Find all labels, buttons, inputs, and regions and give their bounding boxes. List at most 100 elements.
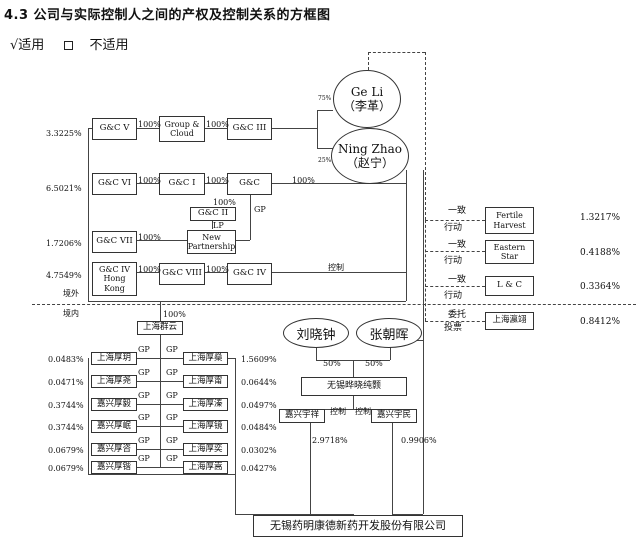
connector bbox=[137, 426, 183, 427]
connector bbox=[272, 272, 406, 273]
pct-label: 2.9718% bbox=[312, 436, 348, 445]
pct-label: 1.5609% bbox=[241, 355, 277, 364]
gp-label: GP bbox=[254, 205, 266, 214]
gp-label: GP bbox=[138, 454, 150, 463]
connector bbox=[272, 128, 317, 129]
connector bbox=[250, 194, 251, 240]
connector bbox=[160, 301, 161, 321]
connector bbox=[235, 474, 236, 514]
entity-lc: L & C bbox=[485, 276, 534, 296]
pct-label: 0.3744% bbox=[48, 401, 84, 410]
dashed-connector bbox=[425, 220, 485, 221]
entity-gc-iv: G&C IV bbox=[227, 263, 272, 285]
entity-new-partnership: New Partnership bbox=[187, 230, 236, 254]
applicability-line: √适用 不适用 bbox=[10, 34, 160, 53]
entity-wuxi-lianchun: 无锡晔晓纯颢 bbox=[301, 377, 407, 396]
connector bbox=[137, 183, 159, 184]
connector bbox=[406, 170, 407, 301]
dashed-connector bbox=[368, 52, 425, 53]
pct-label: 100% bbox=[292, 176, 315, 185]
connector bbox=[88, 358, 89, 474]
connector bbox=[205, 128, 227, 129]
connector bbox=[137, 449, 183, 450]
dashed-connector bbox=[425, 52, 426, 220]
connector bbox=[392, 420, 393, 514]
proxy-label: 委托 bbox=[448, 310, 467, 320]
entity-fertile-harvest: Fertile Harvest bbox=[485, 207, 534, 234]
connector bbox=[137, 240, 187, 241]
entity-group-cloud: Group & Cloud bbox=[159, 116, 205, 142]
pct-label: 0.9906% bbox=[401, 436, 437, 445]
connector bbox=[205, 272, 227, 273]
holder-left-3: 嘉兴厚毅 bbox=[91, 398, 137, 411]
owner-liu-xiaozhong: 刘晓钟 bbox=[283, 318, 349, 348]
dashed-connector bbox=[368, 52, 369, 70]
connector bbox=[317, 110, 333, 111]
entity-gc-vi: G&C VI bbox=[92, 173, 137, 195]
connector bbox=[212, 220, 213, 229]
control-label: 控制 bbox=[328, 263, 344, 272]
applicable-option: √适用 bbox=[10, 38, 45, 53]
pct-label: 0.0679% bbox=[48, 446, 84, 455]
pct-label: 100% bbox=[138, 120, 161, 129]
connector bbox=[390, 346, 391, 360]
pct-label: 0.0679% bbox=[48, 464, 84, 473]
pct-label: 100% bbox=[206, 176, 229, 185]
connector bbox=[137, 272, 159, 273]
gp-label: GP bbox=[166, 345, 178, 354]
holder-right-2: 上海厚甯 bbox=[183, 375, 228, 388]
connector bbox=[392, 514, 423, 515]
connector bbox=[137, 128, 159, 129]
pct-label: 50% bbox=[365, 359, 383, 368]
pct-label: 0.0302% bbox=[241, 446, 277, 455]
pct-label: 0.0471% bbox=[48, 378, 84, 387]
pct-label: 0.0484% bbox=[241, 423, 277, 432]
jurisdiction-domestic: 境内 bbox=[63, 309, 79, 318]
pct-label: 1.3217% bbox=[580, 213, 621, 223]
concert-label: 行动 bbox=[444, 291, 463, 301]
entity-jiaxing-yumin: 嘉兴宇民 bbox=[371, 409, 417, 423]
connector bbox=[353, 360, 354, 377]
holder-left-6: 嘉兴厚锴 bbox=[91, 461, 137, 474]
entity-eastern-star: Eastern Star bbox=[485, 240, 534, 264]
gp-label: GP bbox=[138, 345, 150, 354]
connector bbox=[228, 358, 235, 359]
concert-label: 一致 bbox=[448, 206, 467, 216]
lp-label: LP bbox=[213, 221, 224, 230]
pct-label: 100% bbox=[163, 310, 186, 319]
connector bbox=[236, 240, 250, 241]
connector bbox=[353, 395, 354, 409]
pct-label: 100% bbox=[206, 120, 229, 129]
control-label: 控制 bbox=[330, 407, 346, 416]
holder-left-2: 上海厚尧 bbox=[91, 375, 137, 388]
concert-label: 行动 bbox=[444, 256, 463, 266]
pct-label: 0.0497% bbox=[241, 401, 277, 410]
connector bbox=[317, 110, 318, 148]
proxy-label: 投票 bbox=[444, 323, 463, 333]
owner-zhang-zhaohui: 张朝晖 bbox=[356, 318, 422, 348]
connector bbox=[423, 170, 424, 328]
pct-label: 50% bbox=[323, 359, 341, 368]
pct-label: 0.8412% bbox=[580, 317, 621, 327]
connector bbox=[205, 183, 227, 184]
gp-label: GP bbox=[138, 413, 150, 422]
pct-label: 0.0644% bbox=[241, 378, 277, 387]
connector bbox=[310, 409, 392, 410]
connector bbox=[317, 148, 333, 149]
entity-shanghai-yingxiang: 上海瀛翊 bbox=[485, 312, 534, 330]
connector bbox=[137, 381, 183, 382]
entity-gc-v: G&C V bbox=[92, 118, 137, 140]
holder-right-6: 上海厚嵩 bbox=[183, 461, 228, 474]
concert-label: 一致 bbox=[448, 275, 467, 285]
pct-label: 0.3744% bbox=[48, 423, 84, 432]
entity-gc-viii: G&C VIII bbox=[159, 263, 205, 285]
pct-label: 4.7549% bbox=[46, 271, 82, 280]
not-applicable-option: 不适用 bbox=[64, 38, 144, 53]
pct-label: 75% bbox=[318, 95, 332, 102]
connector bbox=[235, 358, 236, 474]
owner-ning-zhao: Ning Zhao （赵宁） bbox=[331, 128, 409, 184]
pct-label: 100% bbox=[138, 265, 161, 274]
gp-label: GP bbox=[138, 436, 150, 445]
holder-left-5: 嘉兴厚咨 bbox=[91, 443, 137, 456]
pct-label: 0.0427% bbox=[241, 464, 277, 473]
